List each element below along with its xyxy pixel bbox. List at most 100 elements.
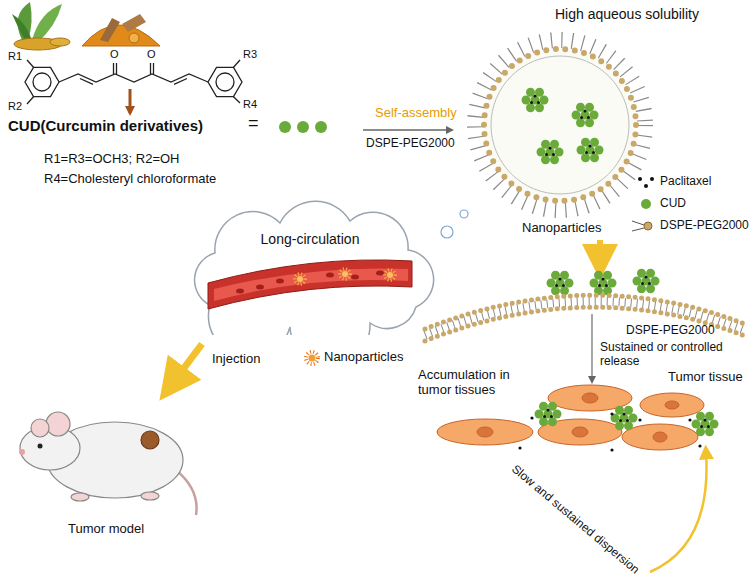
chemical-structure	[27, 97, 34, 104]
atom-label: O	[147, 48, 156, 61]
mouse-illustration	[46, 412, 70, 436]
dispersed-drug	[535, 402, 562, 427]
legend-text: DSPE-PEG2000	[660, 219, 749, 233]
blood-cell	[326, 273, 334, 278]
legend-icons	[644, 184, 648, 188]
blood-cell	[256, 285, 264, 290]
derivation-arrow	[129, 89, 132, 113]
cloud-shape	[180, 195, 440, 335]
turmeric-illustration	[82, 25, 160, 46]
liposome	[475, 40, 645, 210]
dispersed-drug	[688, 418, 691, 421]
mouse-illustration	[38, 444, 43, 449]
legend-icons	[644, 222, 652, 230]
nanoparticle-icon	[385, 270, 395, 280]
chemical-structure	[80, 79, 93, 85]
released-clusters	[547, 271, 574, 296]
dispersion-label: Slow and sustained dispersion	[508, 463, 641, 578]
mouse-illustration	[176, 470, 197, 515]
atom-label: O	[110, 48, 119, 61]
cloud-node: Long-circulation	[180, 195, 440, 335]
nanoparticle-icon	[295, 274, 305, 284]
chemical-structure	[153, 63, 154, 74]
illustration	[306, 352, 318, 364]
chemical-structure	[113, 63, 114, 74]
particle-label: Nanoparticles	[324, 350, 404, 365]
chemical-structure	[33, 73, 51, 91]
liposome	[522, 88, 549, 113]
membrane	[425, 295, 745, 341]
dispersed-drug	[611, 406, 638, 431]
tissue-label: Tumor tissue	[668, 370, 743, 385]
chemical-structure	[208, 67, 242, 96]
legend-text: CUD	[660, 197, 686, 211]
nanoparticle-icon	[387, 272, 393, 278]
blood-vessel	[208, 260, 412, 309]
release-line	[591, 314, 592, 382]
substituent-label: R4	[243, 98, 257, 111]
turmeric-illustration	[100, 18, 120, 42]
chemical-structure	[27, 60, 34, 67]
dispersed-drug	[610, 412, 613, 415]
chemical-structure	[174, 79, 187, 85]
bubble	[441, 226, 453, 238]
reagent-label: DSPE-PEG2000	[366, 137, 455, 151]
equals-sign: =	[248, 113, 259, 134]
mouse-illustration	[141, 492, 159, 500]
tumor-cells	[582, 393, 598, 403]
legend-icons	[650, 177, 654, 181]
release-label: Sustained or controlled release	[600, 341, 728, 369]
released-clusters	[590, 271, 617, 296]
blood-cell	[351, 275, 359, 280]
injection-arrow	[172, 344, 202, 384]
mouse-illustration	[31, 419, 49, 437]
liposome	[475, 40, 645, 210]
legend-icons	[632, 177, 654, 231]
chemical-structure	[216, 73, 234, 91]
cud-dots	[297, 121, 309, 133]
tumor-cells	[665, 401, 679, 409]
step-label: Self-assembly	[375, 106, 457, 121]
dispersed-drug	[530, 416, 533, 419]
released-clusters	[633, 269, 660, 294]
cud-dots	[279, 121, 291, 133]
chemical-structure	[116, 63, 117, 74]
mouse-illustration	[71, 493, 89, 501]
legend-text: Paclitaxel	[660, 175, 711, 189]
assembly-arrow	[363, 129, 452, 131]
legend-swatch	[641, 199, 651, 209]
membrane-label: DSPE-PEG2000	[626, 324, 715, 338]
turmeric-illustration	[32, 4, 62, 42]
property-label: High aqueous solubility	[555, 6, 699, 22]
tumor-cells	[622, 424, 698, 450]
substituent-label: R1	[8, 50, 22, 63]
chemical-structure	[25, 60, 242, 104]
turmeric-illustration	[12, 2, 160, 50]
liposome	[491, 56, 629, 194]
liposome	[484, 49, 636, 201]
dispersed-drug	[638, 418, 641, 421]
dispersed-drug	[518, 402, 718, 452]
tumor-cells	[653, 432, 667, 442]
released-clusters	[547, 269, 660, 296]
substituent-label: R3	[243, 48, 257, 61]
dispersed-drug	[692, 412, 719, 437]
compound-name: CUD(Curcumin derivatives)	[8, 117, 203, 134]
cud-dots	[279, 121, 327, 133]
mouse-illustration	[141, 431, 159, 449]
cud-dots	[315, 121, 327, 133]
step-label: Injection	[212, 352, 260, 367]
cloud-outline	[195, 201, 434, 335]
dispersion-arrow	[650, 452, 707, 572]
chemical-structure	[25, 67, 59, 96]
tumor-cells	[477, 427, 493, 437]
blood-cell	[376, 271, 384, 276]
node-text: Long-circulation	[180, 231, 440, 247]
vessel-lumen	[214, 268, 408, 301]
accumulation-label: Accumulation in tumor tissues	[418, 368, 542, 398]
dispersed-drug	[698, 444, 701, 447]
dispersed-drug	[518, 446, 521, 449]
liposome	[537, 140, 564, 165]
substituent-note: R1=R3=OCH3; R2=OH	[44, 152, 179, 167]
nanoparticle-icon	[297, 276, 303, 282]
